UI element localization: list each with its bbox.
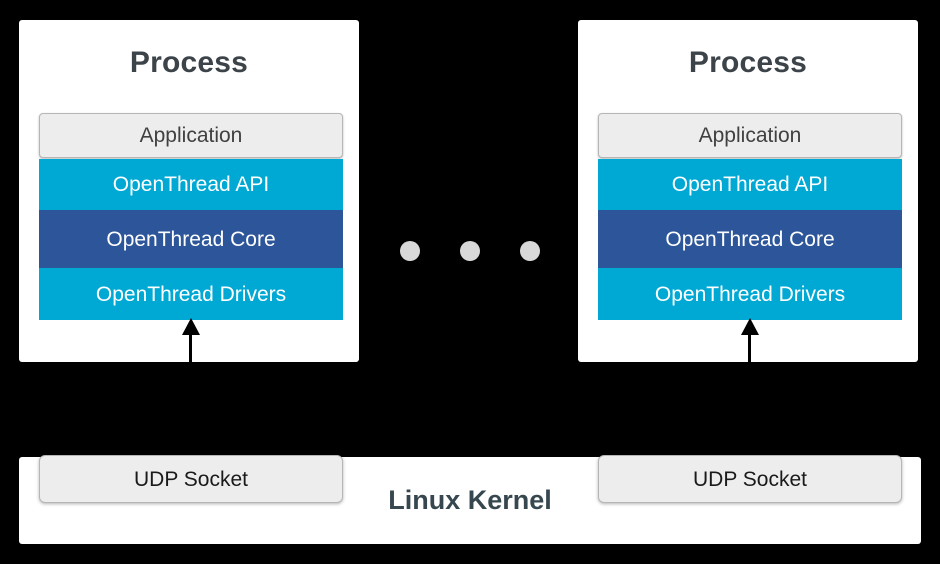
layer-application-left[interactable]: Application (39, 113, 343, 158)
arrow-shaft (189, 332, 192, 364)
udp-socket-left[interactable]: UDP Socket (39, 455, 343, 503)
process-title-right: Process (688, 46, 808, 79)
arrow-udp-socket-to-drivers-right (739, 318, 761, 364)
layer-openthread-core-right[interactable]: OpenThread Core (598, 210, 902, 268)
layer-openthread-drivers-right[interactable]: OpenThread Drivers (598, 268, 902, 320)
arrow-udp-socket-to-drivers-left (180, 318, 202, 364)
udp-socket-left-label: UDP Socket (134, 467, 248, 491)
process-title-left: Process (129, 46, 249, 79)
layer-openthread-core-left-label: OpenThread Core (106, 227, 276, 251)
layer-application-right[interactable]: Application (598, 113, 902, 158)
udp-socket-right[interactable]: UDP Socket (598, 455, 902, 503)
kernel-title: Linux Kernel (388, 485, 552, 515)
layer-openthread-api-left[interactable]: OpenThread API (39, 159, 343, 210)
udp-socket-right-label: UDP Socket (693, 467, 807, 491)
layer-openthread-drivers-right-label: OpenThread Drivers (654, 282, 846, 306)
layer-openthread-drivers-left-label: OpenThread Drivers (95, 282, 287, 306)
arrow-head-icon (741, 318, 759, 335)
layer-openthread-api-right-label: OpenThread API (671, 173, 829, 196)
layer-openthread-core-right-label: OpenThread Core (665, 227, 835, 251)
layer-application-left-label: Application (139, 124, 243, 147)
layer-application-right-label: Application (698, 124, 802, 147)
layer-openthread-api-left-label: OpenThread API (112, 173, 270, 196)
process-ellipsis (400, 241, 540, 261)
layer-openthread-drivers-left[interactable]: OpenThread Drivers (39, 268, 343, 320)
arrow-shaft (748, 332, 751, 364)
ellipsis-dot-icon (520, 241, 540, 261)
layer-openthread-api-right[interactable]: OpenThread API (598, 159, 902, 210)
layer-openthread-core-left[interactable]: OpenThread Core (39, 210, 343, 268)
ellipsis-dot-icon (400, 241, 420, 261)
ellipsis-dot-icon (460, 241, 480, 261)
arrow-head-icon (182, 318, 200, 335)
